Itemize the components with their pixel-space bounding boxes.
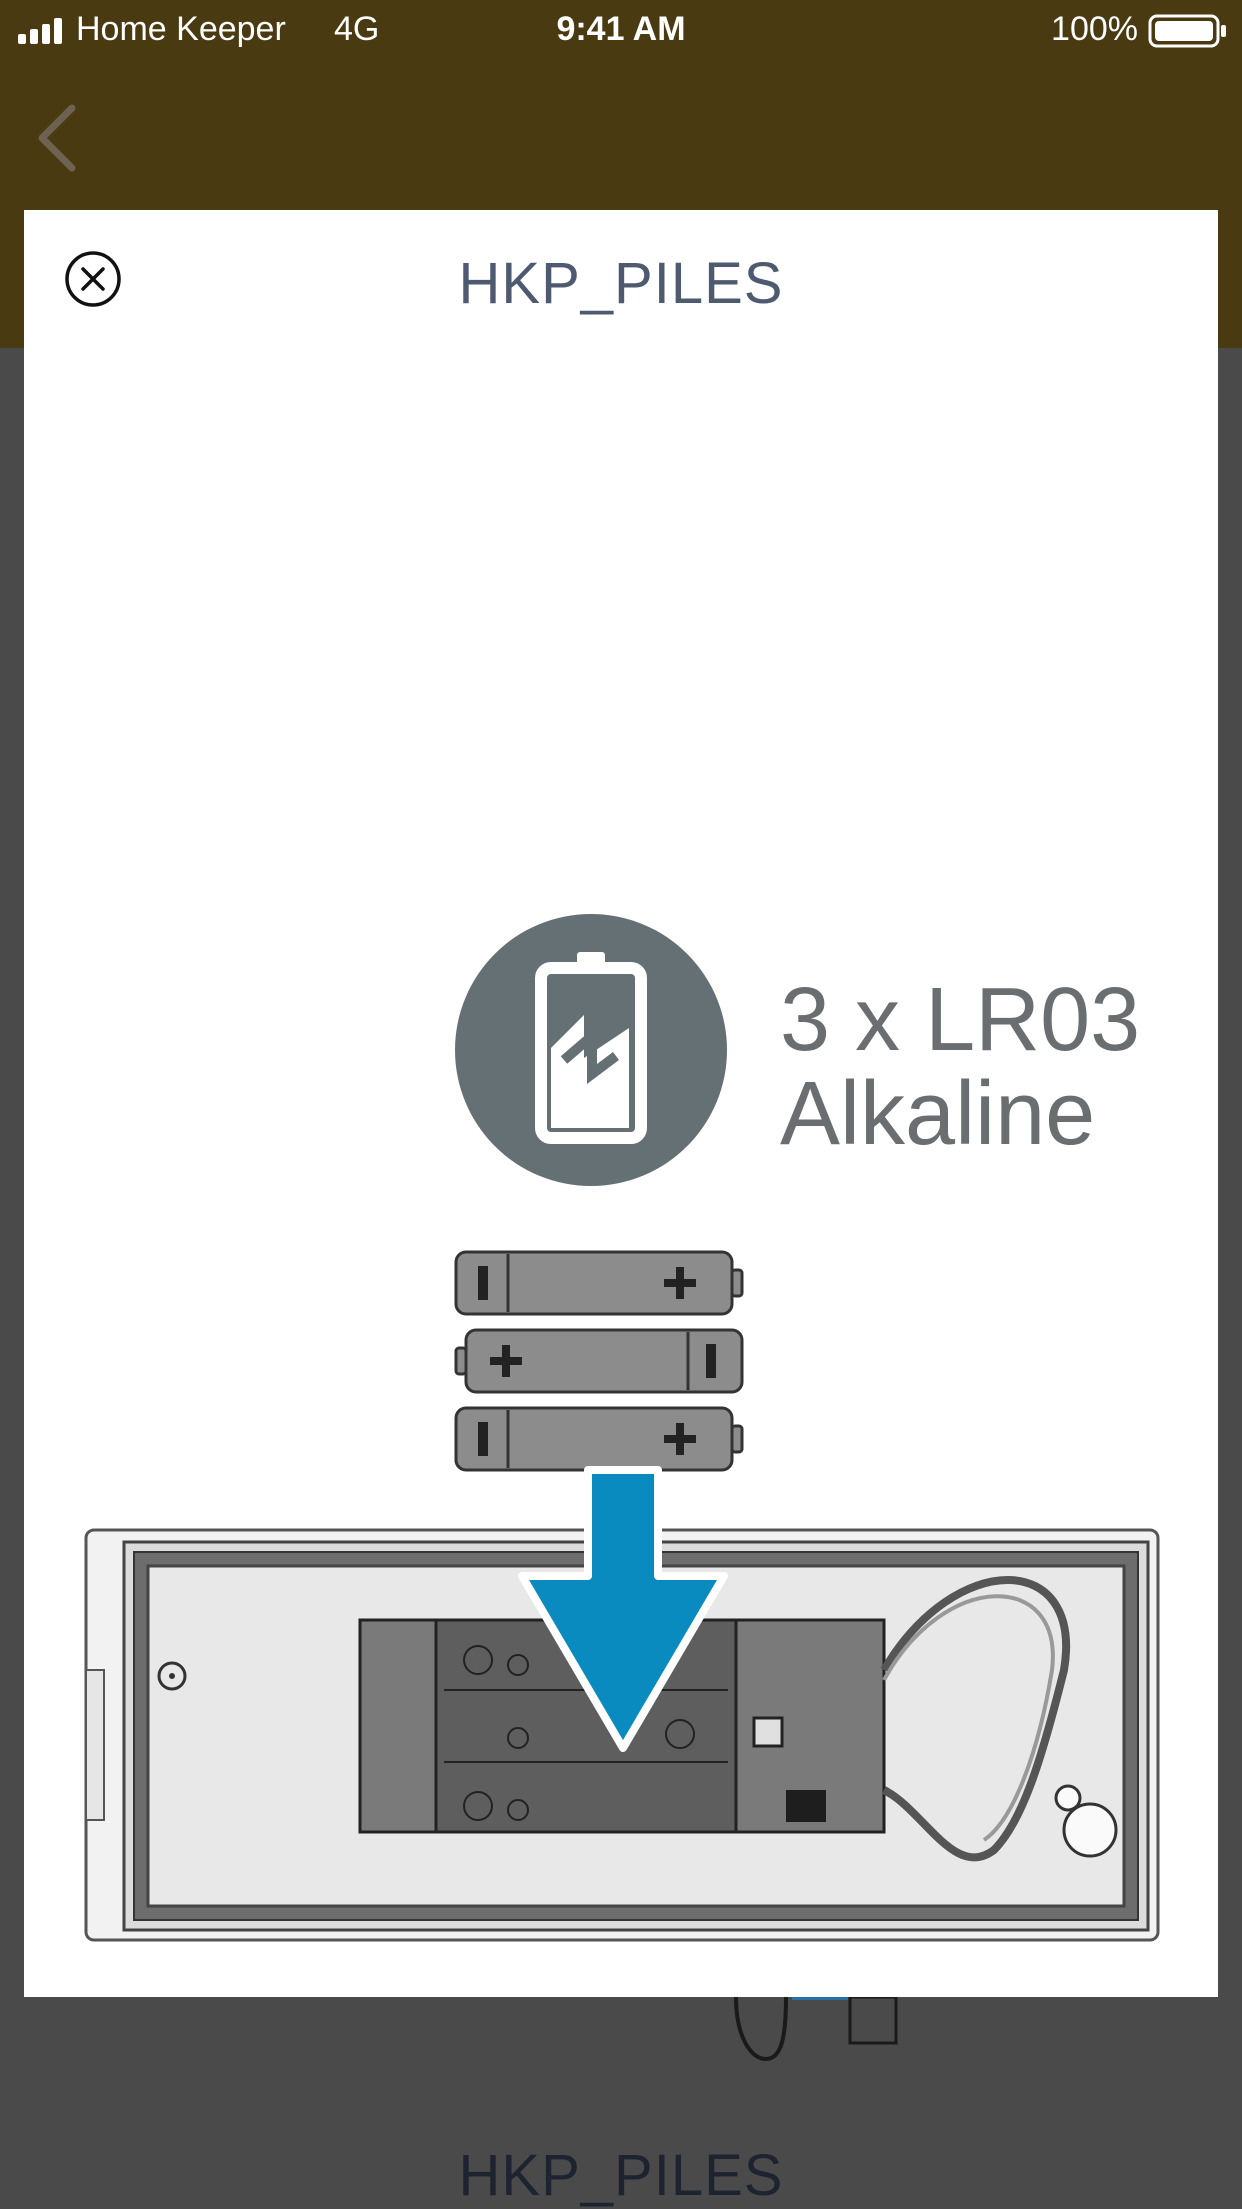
background-thumbnail xyxy=(734,1995,898,2062)
modal-title: HKP_PILES xyxy=(458,251,784,316)
status-time: 9:41 AM xyxy=(556,10,686,48)
aaa-battery xyxy=(454,1328,744,1394)
insert-arrow xyxy=(518,1466,728,1752)
signal-icon xyxy=(18,18,62,44)
network-type: 4G xyxy=(334,10,380,48)
battery-percentage: 100% xyxy=(1051,10,1138,48)
carrier-name: Home Keeper xyxy=(76,10,286,48)
status-bar: Home Keeper 4G 9:41 AM 100% xyxy=(0,0,1242,62)
close-circle-icon[interactable] xyxy=(64,250,122,308)
image-modal: HKP_PILES 3 x LR03 Alkaline xyxy=(24,210,1218,1997)
aaa-battery xyxy=(454,1406,744,1472)
battery-count-text: 3 x LR03 xyxy=(780,970,1140,1070)
battery-charge-icon xyxy=(455,914,727,1186)
back-chevron-icon[interactable] xyxy=(28,92,88,182)
background-title: HKP_PILES xyxy=(458,2143,784,2208)
battery-install-illustration: 3 x LR03 Alkaline xyxy=(84,914,1160,1942)
battery-icon xyxy=(1148,14,1226,48)
aaa-battery xyxy=(454,1250,744,1316)
battery-type-text: Alkaline xyxy=(780,1064,1095,1164)
